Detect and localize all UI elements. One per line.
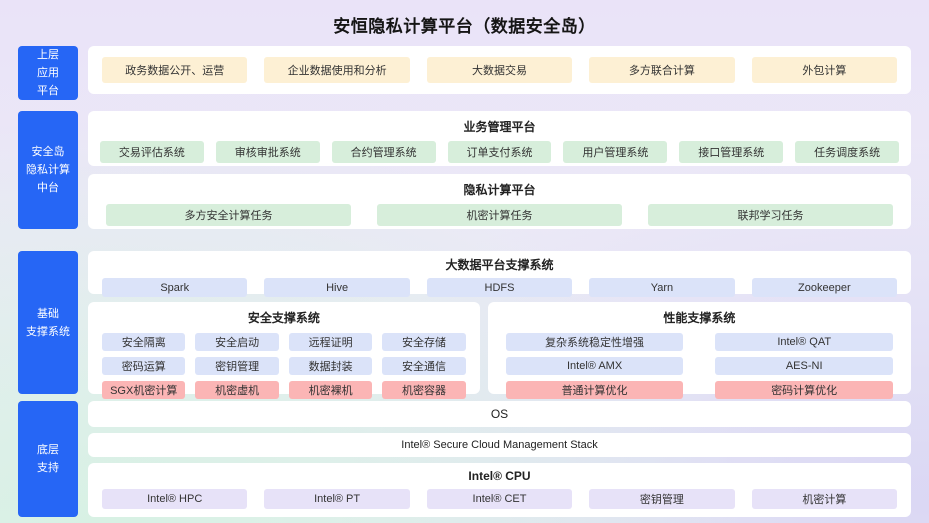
bigdata-node: HDFS <box>426 278 573 298</box>
apps-panel: 政务数据公开、运营 企业数据使用和分析 大数据交易 多方联合计算 外包计算 <box>88 46 911 94</box>
security-node: 机密容器 <box>382 381 466 400</box>
cpu-node: 密钥管理 <box>589 489 735 510</box>
app-node: 企业数据使用和分析 <box>264 57 410 83</box>
security-node: 密钥管理 <box>195 357 279 376</box>
performance-support-title: 性能支撑系统 <box>663 311 736 326</box>
sidebar-item-bottom-support: 底层 支持 <box>18 401 78 518</box>
cpu-panel: Intel® CPU Intel® HPC Intel® PT Intel® C… <box>88 463 911 518</box>
support-systems-row: 安全支撑系统 安全隔离 安全启动 远程证明 安全存储 密码运算 密钥管理 数据封… <box>88 302 911 400</box>
bigdata-title: 大数据平台支撑系统 <box>445 258 554 273</box>
secure-cloud-stack-panel: Intel® Secure Cloud Management Stack <box>88 433 911 458</box>
performance-support-panel: 性能支撑系统 复杂系统稳定性增强 Intel® QAT Intel® AMX A… <box>487 302 911 400</box>
security-node: 密码运算 <box>102 357 186 376</box>
cpu-node: 机密计算 <box>751 489 898 510</box>
business-node: 合约管理系统 <box>331 141 436 164</box>
performance-node: 密码计算优化 <box>715 381 893 400</box>
business-node: 任务调度系统 <box>795 141 900 164</box>
security-node: 安全存储 <box>382 333 466 352</box>
business-node: 接口管理系统 <box>679 141 784 164</box>
cpu-node: Intel® CET <box>426 489 573 510</box>
business-platform-panel: 业务管理平台 交易评估系统 审核审批系统 合约管理系统 订单支付系统 用户管理系… <box>88 111 911 167</box>
group-bottom-support: 底层 支持 OS Intel® Secure Cloud Management … <box>18 401 911 518</box>
privacy-platform-panel: 隐私计算平台 多方安全计算任务 机密计算任务 联邦学习任务 <box>88 174 911 230</box>
group-base-support: 基础 支撑系统 大数据平台支撑系统 Spark Hive HDFS Yarn Z… <box>18 251 911 400</box>
security-node: 机密虚机 <box>195 381 279 400</box>
business-node: 交易评估系统 <box>100 141 204 164</box>
sidebar-item-upper-apps: 上层 应用 平台 <box>18 46 78 101</box>
security-node: 数据封装 <box>288 357 373 376</box>
business-node: 订单支付系统 <box>447 141 552 164</box>
privacy-node: 机密计算任务 <box>377 204 622 227</box>
privacy-node: 联邦学习任务 <box>648 204 893 227</box>
security-node: 远程证明 <box>288 333 373 352</box>
security-support-panel: 安全支撑系统 安全隔离 安全启动 远程证明 安全存储 密码运算 密钥管理 数据封… <box>88 302 480 400</box>
security-node: 机密裸机 <box>288 381 373 400</box>
bigdata-node: Yarn <box>589 278 735 298</box>
diagram-layout: 上层 应用 平台 政务数据公开、运营 企业数据使用和分析 大数据交易 多方联合计… <box>18 46 911 518</box>
app-node: 大数据交易 <box>426 57 573 83</box>
security-node: 安全启动 <box>195 333 279 352</box>
bigdata-node: Spark <box>102 278 248 298</box>
os-panel: OS <box>88 401 911 428</box>
bigdata-panel: 大数据平台支撑系统 Spark Hive HDFS Yarn Zookeeper <box>88 251 911 298</box>
business-node: 用户管理系统 <box>563 141 668 164</box>
sidebar-item-base-support: 基础 支撑系统 <box>18 251 78 395</box>
app-node: 外包计算 <box>751 57 898 83</box>
bigdata-node: Hive <box>264 278 410 298</box>
app-node: 多方联合计算 <box>589 57 735 83</box>
cpu-node: Intel® PT <box>264 489 410 510</box>
performance-node: 复杂系统稳定性增强 <box>505 333 684 352</box>
group-upper-apps: 上层 应用 平台 政务数据公开、运营 企业数据使用和分析 大数据交易 多方联合计… <box>18 46 911 101</box>
cpu-title: Intel® CPU <box>468 469 531 484</box>
app-node: 政务数据公开、运营 <box>102 57 248 83</box>
group-middle-platform: 安全岛 隐私计算 中台 业务管理平台 交易评估系统 审核审批系统 合约管理系统 … <box>18 111 911 230</box>
business-node: 审核审批系统 <box>215 141 320 164</box>
page-title: 安恒隐私计算平台（数据安全岛） <box>333 17 596 36</box>
security-node: SGX机密计算 <box>102 381 186 400</box>
performance-node: AES-NI <box>715 357 893 376</box>
bigdata-node: Zookeeper <box>751 278 898 298</box>
privacy-node: 多方安全计算任务 <box>106 204 351 227</box>
performance-node: 普通计算优化 <box>505 381 684 400</box>
business-platform-title: 业务管理平台 <box>463 120 536 135</box>
security-support-title: 安全支撑系统 <box>247 311 320 326</box>
sidebar-item-middle-platform: 安全岛 隐私计算 中台 <box>18 111 78 230</box>
performance-node: Intel® AMX <box>505 357 684 376</box>
security-node: 安全隔离 <box>102 333 186 352</box>
privacy-platform-title: 隐私计算平台 <box>463 183 536 198</box>
cpu-node: Intel® HPC <box>102 489 248 510</box>
performance-node: Intel® QAT <box>715 333 893 352</box>
security-node: 安全通信 <box>382 357 466 376</box>
